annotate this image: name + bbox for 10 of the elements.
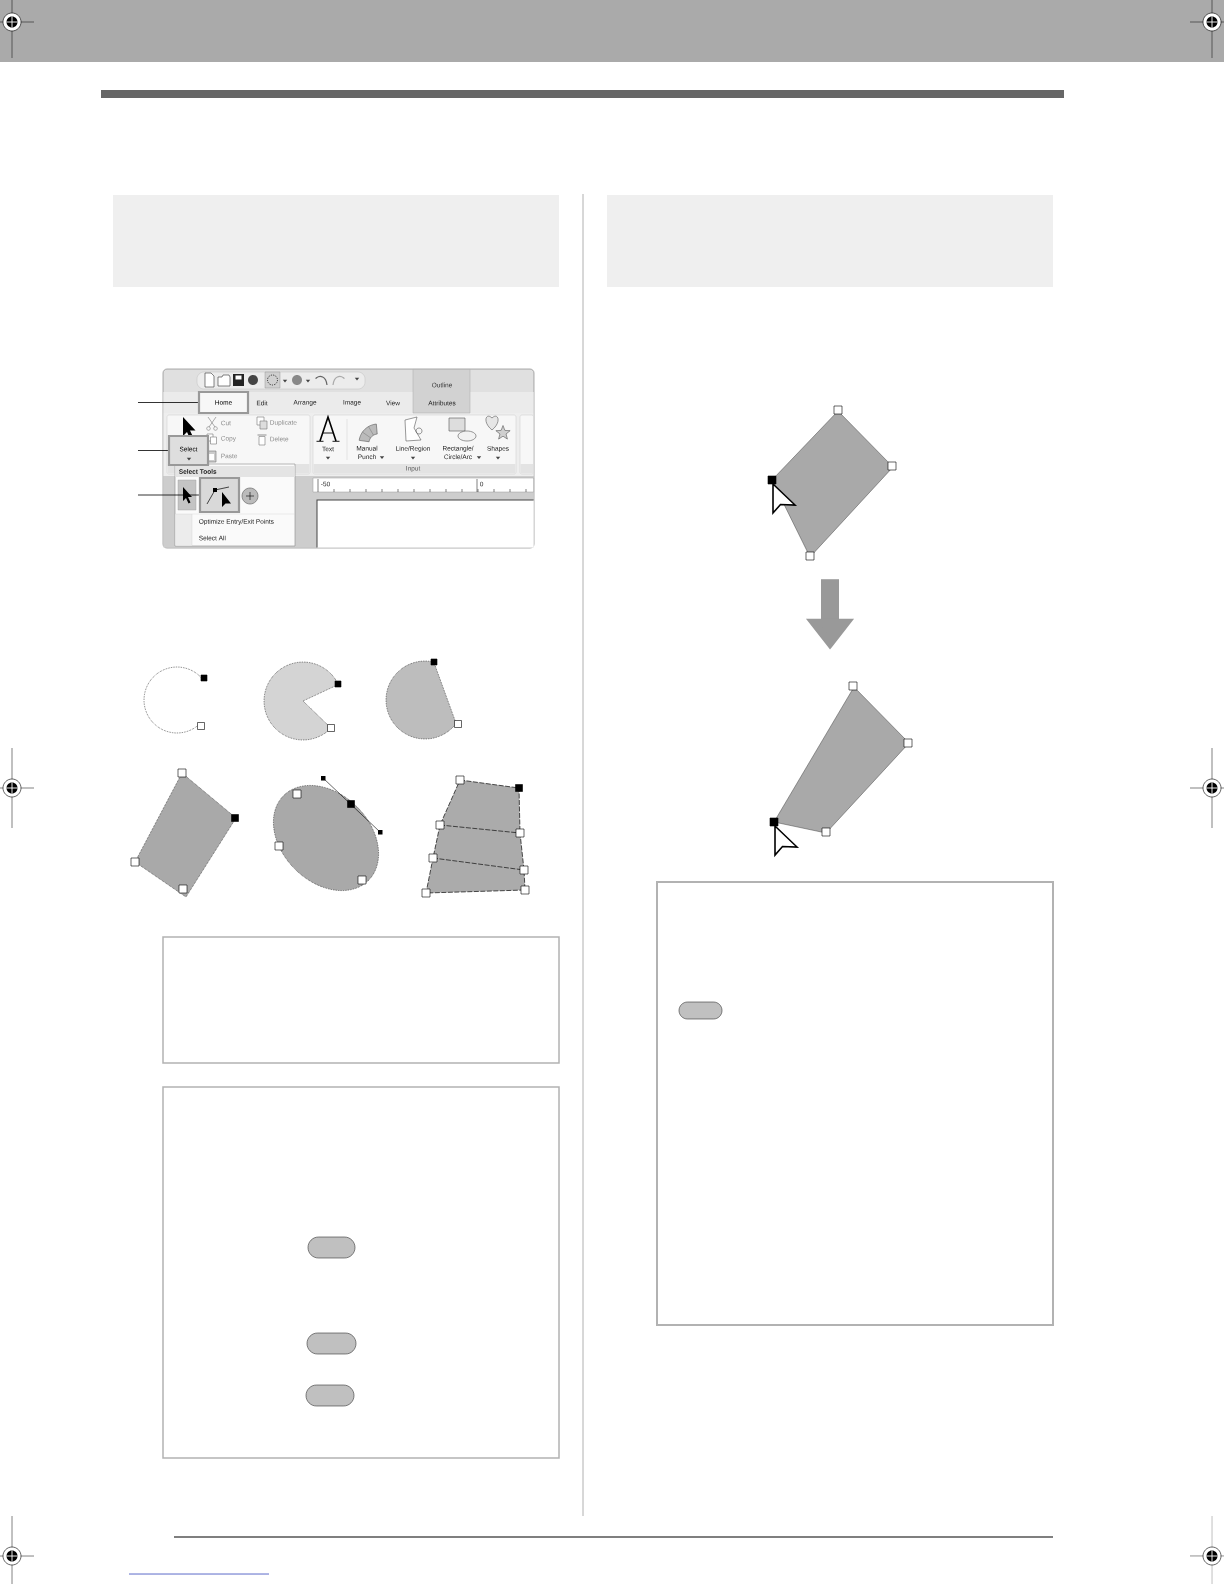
band-shape <box>425 779 526 894</box>
leader-line <box>137 402 199 403</box>
chord-shape <box>385 660 457 740</box>
leader-line <box>137 450 169 451</box>
arc-shape <box>143 666 203 734</box>
note-box <box>162 936 560 1064</box>
tool-button <box>198 476 241 514</box>
leader-line <box>137 494 200 496</box>
note-box <box>162 1086 560 1459</box>
note-box <box>656 881 1054 1326</box>
